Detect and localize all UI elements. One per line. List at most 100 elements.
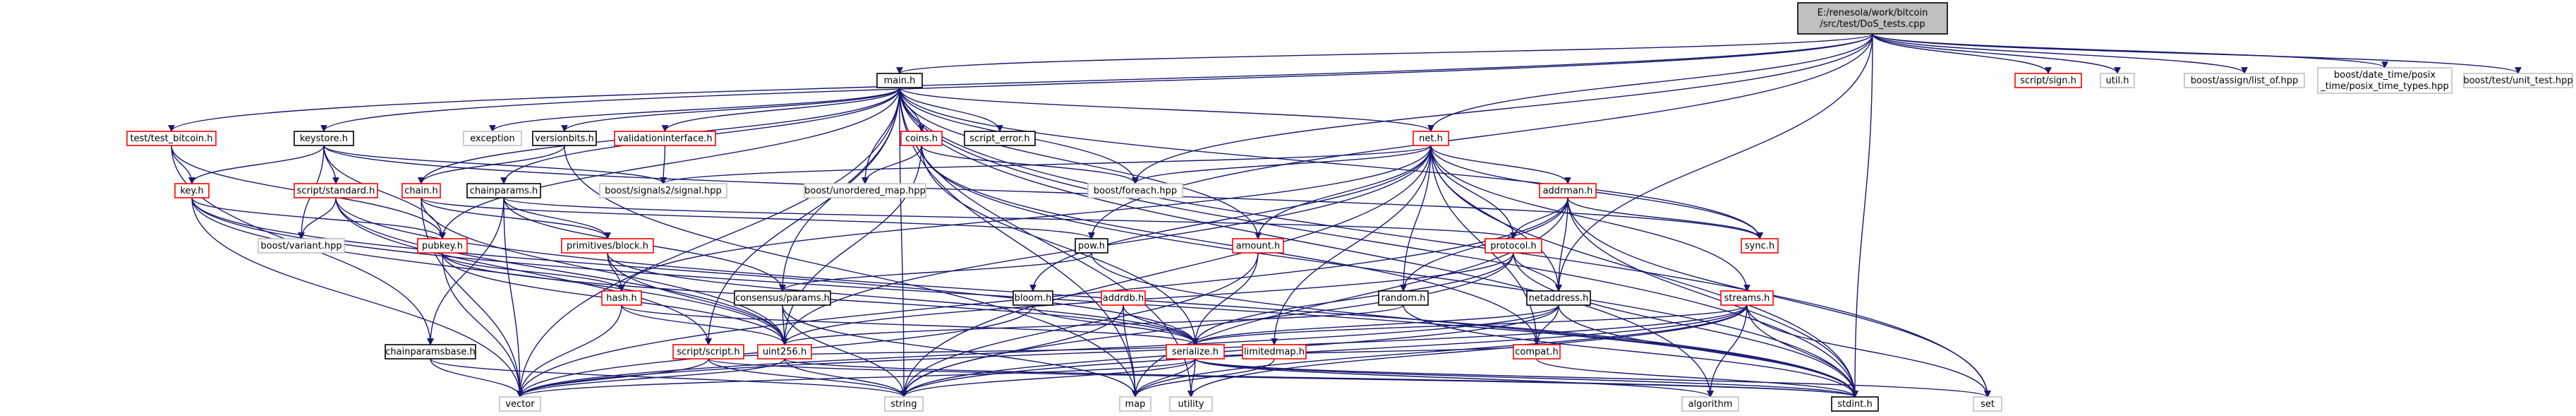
node-stdint[interactable]: stdint.h (1831, 396, 1879, 412)
node-sync[interactable]: sync.h (1741, 238, 1779, 254)
edge-coins-to-stdint (921, 145, 1858, 398)
node-bloom[interactable]: bloom.h (1012, 290, 1053, 306)
node-label: chain.h (404, 186, 438, 196)
edge-main-to-string (899, 87, 907, 398)
node-label: versionbits.h (535, 133, 594, 144)
node-protocol[interactable]: protocol.h (1484, 238, 1542, 254)
node-main[interactable]: main.h (876, 73, 923, 88)
edge-net-to-boost_foreach (1132, 145, 1432, 184)
edge-coins-to-compat (921, 145, 1540, 345)
node-string: string (884, 396, 924, 412)
node-label: map (1125, 399, 1146, 410)
edge-coins-to-serialize (921, 145, 1199, 345)
node-versionbits[interactable]: versionbits.h (532, 131, 597, 146)
edge-keystore-to-sync (323, 145, 1763, 239)
node-label: bloom.h (1015, 293, 1052, 304)
node-validationinterface[interactable]: validationinterface.h (614, 131, 716, 146)
edge-keystore-to-key (188, 145, 325, 184)
node-key[interactable]: key.h (174, 183, 210, 198)
node-box (614, 131, 716, 146)
edge-chainparamsbase-to-vector (430, 358, 524, 398)
edge-consensus_params-to-map (782, 304, 1139, 398)
node-label: compat.h (1515, 347, 1558, 357)
edge-hash-to-serialize (621, 304, 1199, 345)
node-box (804, 183, 926, 198)
edge-root-to-stdint (1851, 33, 1873, 398)
node-script_script[interactable]: script/script.h (672, 344, 744, 359)
node-map: map (1119, 396, 1151, 412)
edge-uint256-to-stdint (784, 358, 1858, 398)
node-serialize[interactable]: serialize.h (1166, 344, 1225, 359)
node-coins[interactable]: coins.h (900, 131, 943, 146)
edge-key-to-vector (191, 197, 524, 398)
node-box (1166, 344, 1225, 359)
node-addrdb[interactable]: addrdb.h (1101, 290, 1146, 306)
node-label: hash.h (606, 293, 637, 304)
edge-addrman-to-netaddress (1555, 197, 1568, 292)
node-label: addrdb.h (1103, 293, 1144, 304)
node-test_bitcoin[interactable]: test/test_bitcoin.h (126, 131, 217, 146)
node-netaddress[interactable]: netaddress.h (1526, 290, 1591, 306)
node-box (294, 183, 378, 198)
edge-root-to-boost_assign (1872, 33, 2248, 74)
node-pow[interactable]: pow.h (1075, 238, 1108, 254)
edge-net-to-string (900, 145, 1432, 398)
node-chainparamsbase[interactable]: chainparamsbase.h (385, 344, 476, 359)
node-label: string (890, 399, 917, 410)
edge-streams-to-stdint (1746, 304, 1858, 398)
edge-primitives_block-to-uint256 (607, 252, 788, 345)
edge-primitives_block-to-serialize (607, 252, 1199, 345)
node-keystore[interactable]: keystore.h (294, 131, 354, 146)
edge-net-to-addrman (1430, 145, 1571, 184)
node-chainparams[interactable]: chainparams.h (466, 183, 541, 198)
node-box (258, 238, 345, 254)
node-chain[interactable]: chain.h (401, 183, 441, 198)
node-boost_unordered: boost/unordered_map.hpp (804, 183, 926, 198)
node-label: limitedmap.h (1244, 347, 1305, 357)
node-compat[interactable]: compat.h (1513, 344, 1561, 359)
node-box (599, 183, 727, 198)
node-amount[interactable]: amount.h (1232, 238, 1284, 254)
node-label: boost/assign/list_of.hpp (2191, 76, 2298, 86)
node-net[interactable]: net.h (1413, 131, 1449, 146)
edge-root-to-net (1427, 33, 1873, 132)
node-pubkey[interactable]: pubkey.h (417, 238, 468, 254)
node-script_standard[interactable]: script/standard.h (294, 183, 378, 198)
node-boost_variant: boost/variant.hpp (258, 238, 345, 254)
node-uint256[interactable]: uint256.h (757, 344, 812, 359)
node-label: key.h (180, 186, 203, 196)
node-streams[interactable]: streams.h (1720, 290, 1774, 306)
node-primitives_block[interactable]: primitives/block.h (561, 238, 654, 254)
edge-root-to-main (896, 33, 1873, 74)
node-label: _time/posix_time_types.hpp (2320, 81, 2449, 92)
node-script_sign[interactable]: script/sign.h (2014, 73, 2082, 88)
node-hash[interactable]: hash.h (601, 290, 642, 306)
edge-addrman-to-map (1132, 197, 1568, 398)
node-label: boost/signals2/signal.hpp (605, 186, 722, 196)
edge-chain-to-primitives_block (421, 197, 611, 239)
node-label: utility (1178, 399, 1204, 410)
edge-netaddress-to-vector (516, 304, 1559, 398)
edge-streams-to-set (1746, 304, 1991, 398)
node-util: util.h (2100, 73, 2135, 88)
node-label: consensus/params.h (735, 293, 830, 304)
node-box (1797, 2, 1948, 35)
node-box (1232, 238, 1284, 254)
node-label: boost/unordered_map.hpp (804, 186, 926, 196)
node-random[interactable]: random.h (1378, 290, 1429, 306)
node-box (532, 131, 597, 146)
node-label: chainparamsbase.h (385, 347, 476, 357)
node-box (964, 131, 1036, 146)
node-addrman[interactable]: addrman.h (1539, 183, 1597, 198)
edge-main-to-versionbits (561, 87, 900, 132)
edge-main-to-stdint (899, 87, 1858, 398)
node-box (1526, 290, 1591, 306)
edge-chainparams-to-protocol (503, 197, 1517, 239)
node-root[interactable]: E:/renesola/work/bitcoin/src/test/DoS_te… (1797, 2, 1948, 35)
node-consensus_params[interactable]: consensus/params.h (734, 290, 831, 306)
edge-hash-to-uint256 (621, 304, 788, 345)
node-limitedmap[interactable]: limitedmap.h (1242, 344, 1307, 359)
edge-netaddress-to-stdint (1558, 304, 1858, 398)
node-script_error[interactable]: script_error.h (964, 131, 1036, 146)
